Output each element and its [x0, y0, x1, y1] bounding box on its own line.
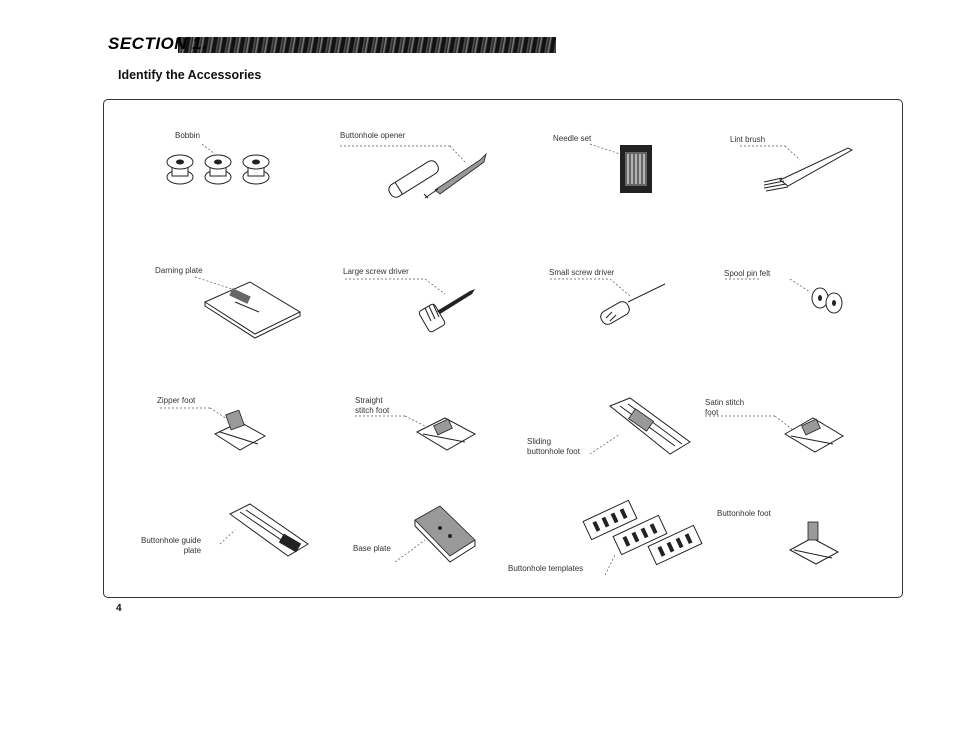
- label-satin-stitch-foot: Satin stitch foot: [705, 398, 745, 417]
- zipper-foot-drawing: [160, 407, 267, 451]
- label-base-plate: Base plate: [353, 544, 391, 553]
- label-bobbin: Bobbin: [175, 131, 200, 140]
- buttonhole-opener-drawing: [340, 145, 487, 199]
- label-small-screw-driver: Small screw driver: [549, 268, 615, 277]
- label-darning-plate: Darning plate: [155, 266, 203, 275]
- satin-stitch-foot-drawing: [705, 415, 844, 453]
- label-lint-brush: Lint brush: [730, 135, 766, 144]
- label-straight-stitch-foot: Straight stitch foot: [355, 396, 390, 415]
- accessories-frame: [103, 99, 903, 598]
- buttonhole-foot-drawing: [788, 521, 840, 565]
- buttonhole-guide-plate-drawing: [219, 503, 309, 557]
- large-screw-driver-drawing: [345, 278, 475, 333]
- label-needle-set: Needle set: [553, 134, 592, 143]
- straight-stitch-foot-drawing: [355, 415, 477, 451]
- needle-set-drawing: [589, 143, 652, 193]
- label-buttonhole-opener: Buttonhole opener: [340, 131, 406, 140]
- label-buttonhole-templates: Buttonhole templates: [508, 564, 584, 573]
- darning-plate-drawing: [195, 276, 302, 339]
- section-title: SECTION 1.: [108, 34, 208, 53]
- page-number: 4: [116, 603, 122, 614]
- sliding-buttonhole-foot-drawing: [590, 397, 691, 455]
- base-plate-drawing: [395, 505, 476, 563]
- section-header: SECTION 1.: [108, 34, 556, 56]
- label-sliding-buttonhole-foot: Sliding buttonhole foot: [527, 437, 580, 456]
- label-spool-pin-felt: Spool pin felt: [724, 269, 771, 278]
- section-header-bar: [178, 37, 556, 53]
- small-screw-driver-drawing: [550, 278, 666, 325]
- buttonhole-templates-drawing: [582, 499, 703, 576]
- spool-pin-felt-drawing: [725, 278, 843, 314]
- label-large-screw-driver: Large screw driver: [343, 267, 409, 276]
- lint-brush-drawing: [740, 145, 854, 192]
- label-buttonhole-guide-plate: Buttonhole guide plate: [141, 536, 202, 555]
- bobbin-drawing: [166, 144, 270, 185]
- label-zipper-foot: Zipper foot: [157, 396, 196, 405]
- label-buttonhole-foot: Buttonhole foot: [717, 509, 771, 518]
- page-subtitle: Identify the Accessories: [118, 68, 262, 82]
